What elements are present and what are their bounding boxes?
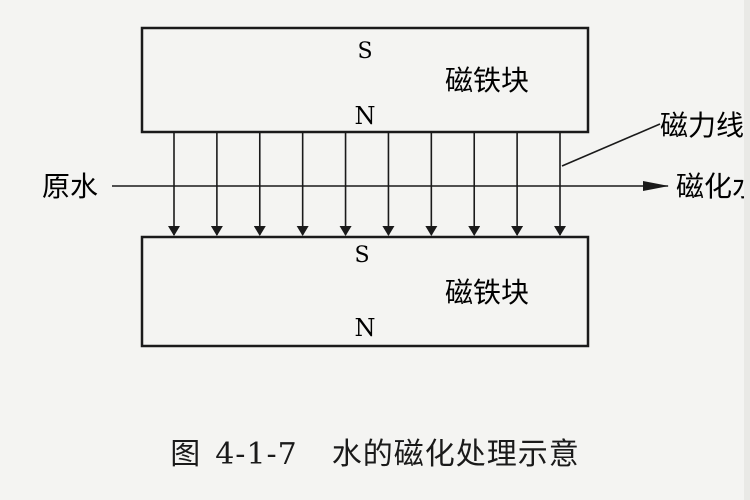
figure-caption: 图 4-1-7 水的磁化处理示意 [0, 430, 750, 480]
top-magnet-pole-s: S [357, 39, 372, 64]
field-lines [168, 132, 566, 236]
top-magnet-block: S N 磁铁块 [140, 26, 590, 134]
figure-word: 图 [170, 437, 202, 472]
outflow-label: 磁化水 [676, 170, 750, 203]
bottom-magnet-pole-n: N [355, 314, 376, 342]
bottom-magnet-label: 磁铁块 [445, 276, 529, 309]
bottom-magnet-rect [140, 235, 590, 348]
field-line-leader [561, 123, 661, 167]
top-magnet-label: 磁铁块 [445, 64, 529, 97]
field-line-label: 磁力线 [660, 109, 744, 142]
top-magnet-pole-n: N [355, 102, 376, 130]
bottom-magnet-block: S N 磁铁块 [140, 235, 590, 348]
bottom-magnet-pole-s: S [354, 243, 369, 268]
inflow-label: 原水 [42, 170, 98, 203]
page-edge-shadow [744, 0, 750, 500]
magnetization-diagram: S N 磁铁块 S N 磁铁块 原水 磁化水 磁力线 [42, 26, 750, 348]
top-magnet-rect [140, 26, 590, 134]
figure-title: 水的磁化处理示意 [331, 437, 580, 472]
figure-number: 4-1-7 [215, 437, 298, 472]
